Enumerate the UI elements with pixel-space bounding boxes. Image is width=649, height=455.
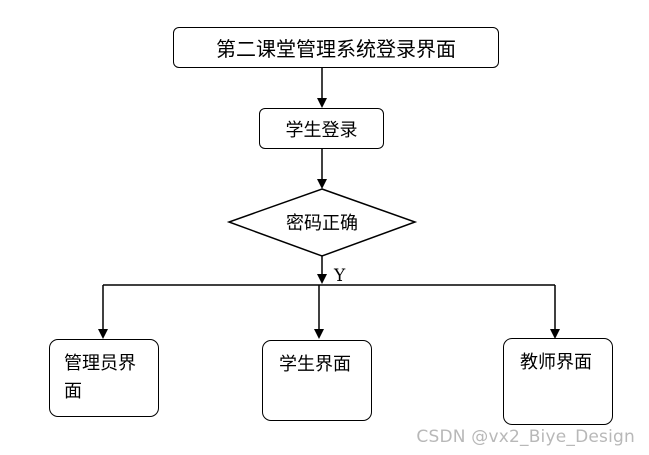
decision-label-wrap: 密码正确	[262, 206, 382, 238]
login-box: 学生登录	[259, 108, 384, 149]
login-box-label: 学生登录	[285, 119, 358, 141]
decision-label: 密码正确	[286, 213, 358, 234]
student-interface-box: 学生界面	[262, 340, 372, 421]
teacher-interface-label: 教师界面	[520, 352, 592, 373]
csdn-watermark: CSDN @vx2_Biye_Design	[416, 427, 635, 447]
teacher-interface-box: 教师界面	[503, 338, 613, 425]
admin-interface-box: 管理员界面	[49, 339, 159, 417]
title-box-label: 第二课堂管理系统登录界面	[216, 37, 456, 61]
branch-label: Y	[334, 266, 346, 286]
student-interface-label: 学生界面	[279, 354, 351, 375]
title-box: 第二课堂管理系统登录界面	[173, 27, 499, 68]
admin-interface-label: 管理员界面	[64, 353, 136, 402]
